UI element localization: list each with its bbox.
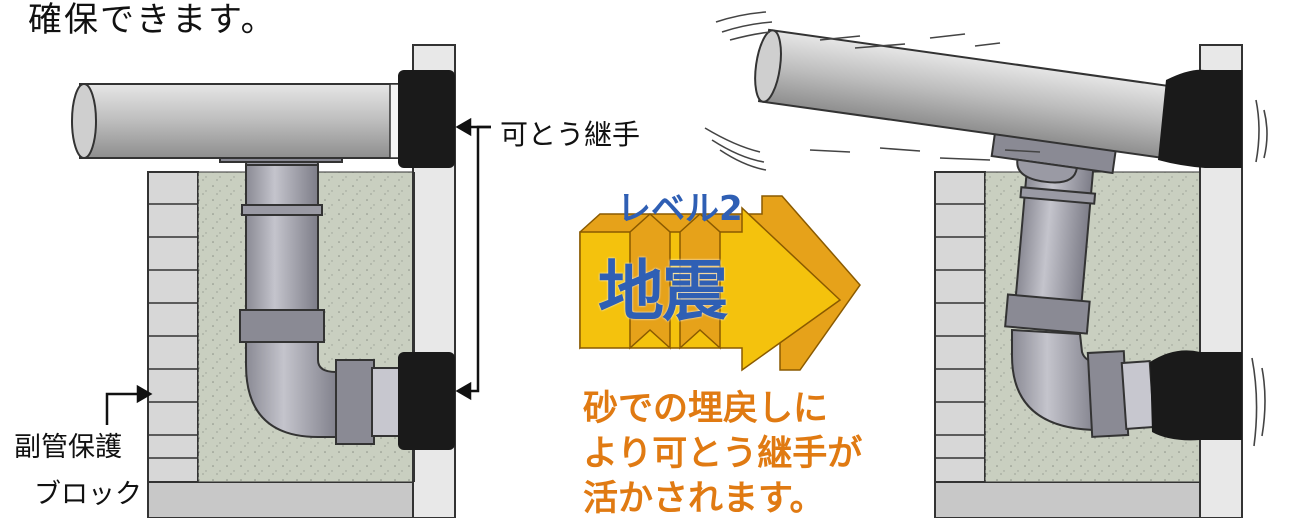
flexible-joint-label: 可とう継手 — [500, 118, 641, 151]
protection-block-left — [147, 171, 199, 483]
earthquake-level-label: レベル2 — [617, 189, 743, 229]
main-pipe-left — [79, 83, 401, 159]
riser-pipe-right — [1004, 161, 1097, 335]
earthquake-label: 地震 — [598, 253, 728, 330]
block-callout — [105, 384, 153, 425]
elbow-left — [245, 341, 341, 438]
header-text: 確保できます。 — [28, 0, 277, 40]
base-slab-right — [934, 481, 1201, 518]
flexible-joint-lower-left — [398, 352, 455, 450]
note-line-3: 活かされます。 — [583, 479, 825, 519]
note-line-1: 砂での埋戻しに — [583, 389, 829, 429]
protection-block-label-line2: ブロック — [34, 479, 142, 510]
flexible-joint-upper-left — [398, 70, 455, 168]
earthquake-arrow — [579, 195, 861, 372]
protection-block-right — [934, 171, 986, 483]
flexible-joint-lower-right — [1150, 350, 1242, 441]
motion-lines — [704, 11, 1268, 447]
joint-callout — [455, 117, 491, 401]
flexible-joint-upper-right — [1158, 69, 1242, 168]
left-structure — [71, 44, 456, 518]
base-slab-left — [147, 481, 414, 518]
right-structure — [754, 28, 1243, 518]
note-line-2: より可とう継手が — [583, 434, 863, 474]
protection-block-label-line1: 副管保護 — [14, 432, 122, 463]
